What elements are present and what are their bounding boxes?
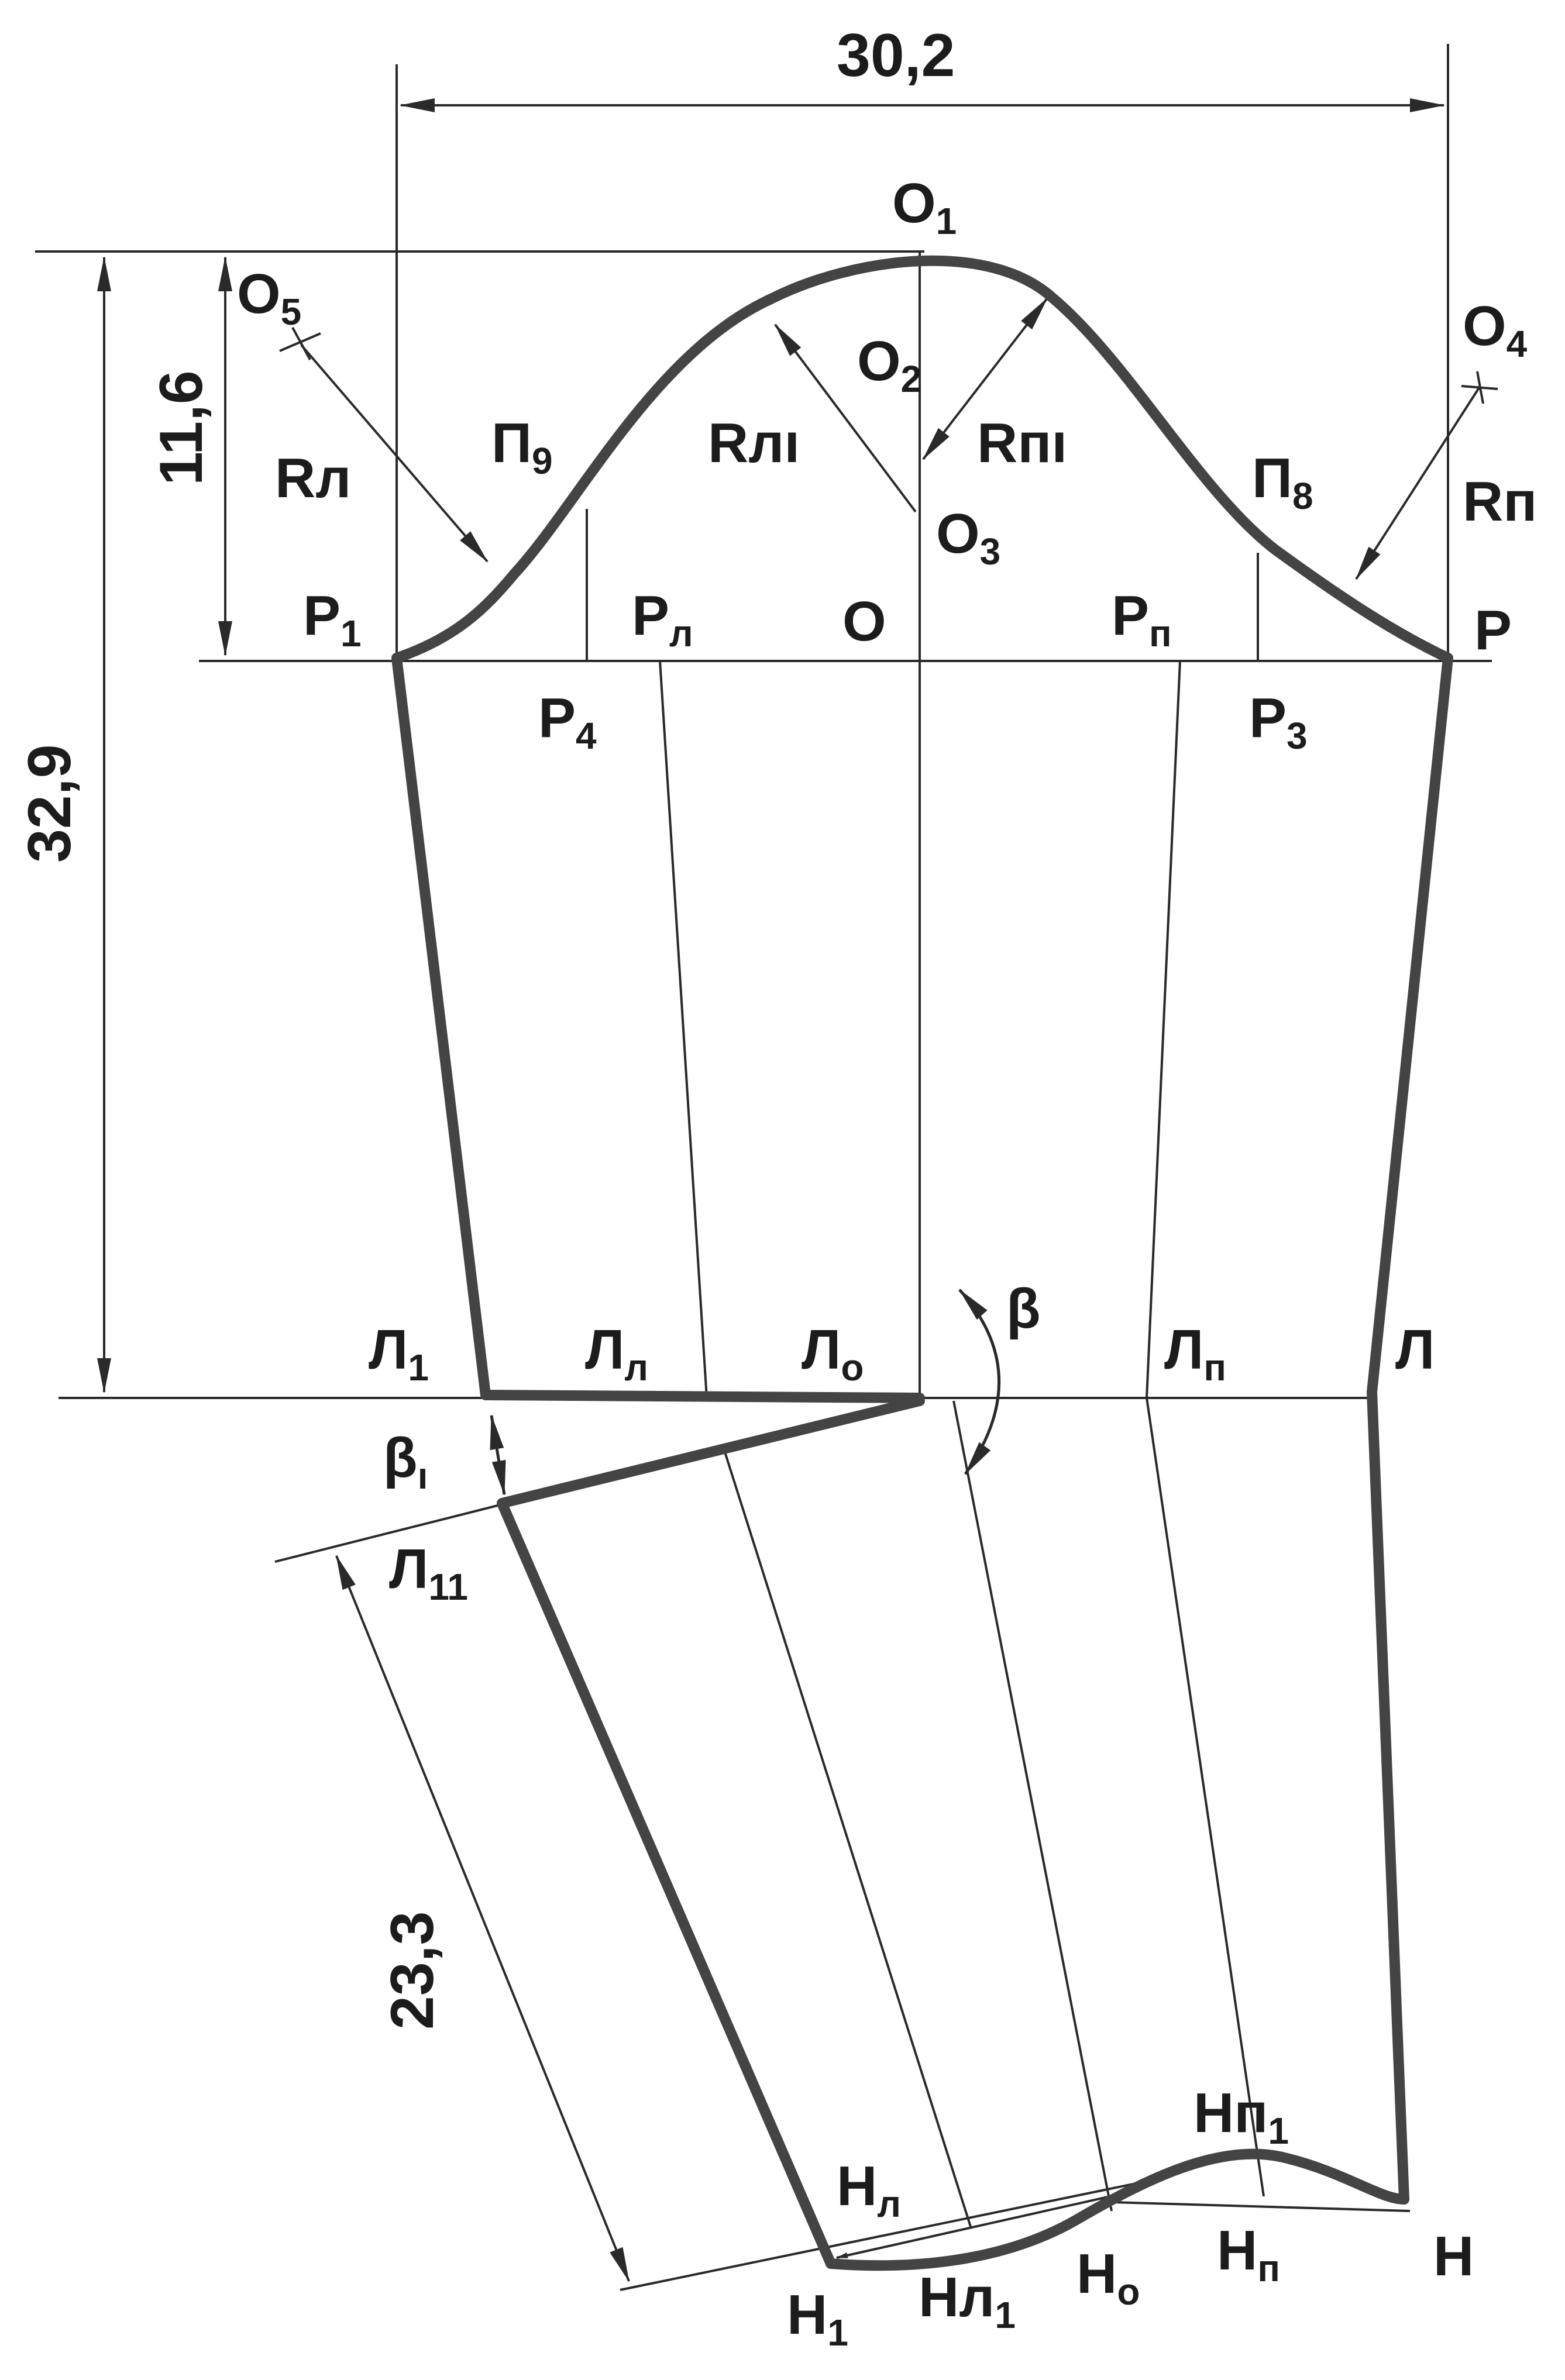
label-P8: П8: [1252, 447, 1313, 517]
label-Rp: Рп: [1112, 584, 1172, 655]
sleeve-outline: [391, 255, 1453, 2271]
label-Ll: Лл: [585, 1318, 648, 1389]
label-RPI: Rпı: [977, 412, 1067, 474]
label-Lp: Лп: [1164, 1318, 1226, 1389]
label-P9: П9: [491, 412, 553, 482]
back-underarm-seam: [1367, 653, 1453, 2205]
width-dimension-label: 30,2: [837, 22, 955, 89]
label-RP: Rп: [1463, 470, 1537, 533]
label-Hp1: Нп1: [1193, 2082, 1289, 2152]
label-L11: Л11: [389, 1538, 468, 1608]
label-Ho: Но: [1076, 2243, 1140, 2313]
cap-height-dimension-label: 11,6: [147, 370, 215, 485]
sleeve-cap-curve: [391, 255, 1453, 663]
radius-back-lower: [1355, 385, 1481, 580]
hem-back-chord: [1111, 2201, 1411, 2212]
dimension-labels: 30,2 11,6 32,9 23,3: [16, 22, 955, 2030]
back-fold-lower: [1146, 1397, 1265, 2197]
hem-chord: [836, 2192, 1124, 2259]
o5-cross-b: [291, 327, 311, 360]
label-O5: O5: [237, 263, 301, 333]
radius-front-upper: [774, 323, 917, 513]
label-O: O: [842, 590, 886, 653]
back-fold-upper: [1146, 660, 1181, 1399]
label-Rl: Рл: [632, 584, 693, 655]
label-O1: O1: [892, 172, 957, 242]
label-H1: Н1: [787, 2283, 848, 2354]
label-beta1: βı: [383, 1427, 428, 1497]
front-fold-upper: [659, 660, 708, 1399]
label-beta: β: [1006, 1277, 1041, 1340]
label-RLI: Rлı: [708, 412, 800, 474]
beta-angle-arc: [958, 1289, 1000, 1475]
dimension-lines: [35, 44, 1449, 2291]
label-R1: Р1: [303, 584, 362, 655]
label-R: Р: [1474, 599, 1512, 662]
lower-length-dimension-label: 23,3: [379, 1911, 446, 2030]
hem-curve: [826, 2148, 1409, 2271]
label-R4: Р4: [538, 687, 597, 757]
label-Hl1: Нл1: [919, 2266, 1016, 2336]
label-O3: O3: [936, 502, 1000, 573]
elbow-height-dimension-label: 32,9: [16, 745, 84, 863]
beta1-arrow: [490, 1414, 506, 1496]
label-L1: Л1: [369, 1318, 429, 1389]
radius-front-lower: [300, 344, 489, 563]
front-fold-lower: [721, 1444, 972, 2229]
label-Lo: Ло: [802, 1318, 864, 1389]
label-Hl: Нл: [837, 2155, 901, 2225]
lower-extension-bottom: [620, 2178, 1159, 2291]
center-line-lower: [952, 1400, 1113, 2212]
o4-cross-b: [1476, 371, 1484, 404]
label-O4: O4: [1463, 295, 1528, 365]
radius-back-upper: [922, 297, 1048, 460]
front-underarm-seam: [391, 653, 925, 1403]
label-H: Н: [1433, 2225, 1474, 2288]
lower-length-dimension-line: [335, 1555, 630, 2282]
point-labels: O1 O2 O3 O4 O5 O Rл Rлı Rпı Rп П9 П8 Р1 …: [237, 172, 1537, 2354]
construction-lines: [199, 252, 1498, 2259]
lower-extension-top: [274, 1502, 507, 1563]
label-Hp: Нп: [1217, 2219, 1280, 2289]
label-R3: Р3: [1249, 687, 1308, 757]
label-O2: O2: [857, 330, 921, 400]
label-L: Л: [1395, 1318, 1435, 1381]
rotated-lower-front: [497, 1396, 925, 2269]
label-RL: Rл: [275, 447, 351, 509]
